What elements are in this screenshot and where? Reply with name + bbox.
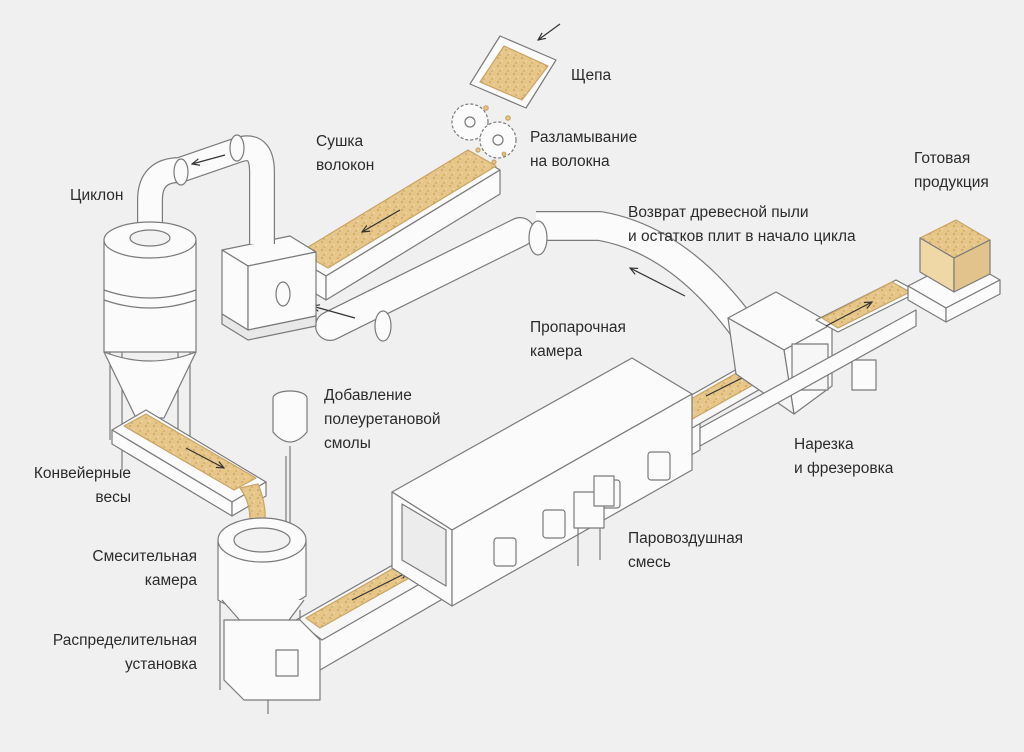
product-stack <box>907 219 1001 323</box>
label-conveyor-scales: Конвейерные весы <box>33 465 131 506</box>
output-conveyor <box>699 279 919 447</box>
cyclone-pipe <box>137 134 275 244</box>
label-cutting: Нарезка и фрезеровка <box>794 436 894 477</box>
conveyor-scales <box>111 409 267 541</box>
steam-air-panel <box>573 475 615 566</box>
chips-hopper <box>469 23 561 109</box>
label-steam-chamber: Пропарочная камера <box>530 319 626 360</box>
label-return: Возврат древесной пыли и остатков плит в… <box>628 204 856 245</box>
label-product: Готовая продукция <box>914 150 989 191</box>
label-cyclone: Циклон <box>70 187 124 204</box>
label-resin: Добавление полеуретановой смолы <box>324 387 441 452</box>
label-steam-air: Паровоздушная смесь <box>628 530 744 571</box>
return-duct <box>312 211 758 342</box>
label-drying: Сушка волокон <box>316 133 375 174</box>
label-breaking: Разламывание на волокна <box>530 129 638 170</box>
resin-dispenser <box>272 390 308 540</box>
breaking-gears <box>451 103 517 165</box>
distribution-unit <box>223 619 321 701</box>
dryer-unit <box>221 235 317 341</box>
label-mixing: Смесительная камера <box>92 548 197 589</box>
label-chips: Щепа <box>571 67 612 84</box>
cyclone <box>103 221 197 470</box>
label-distribution: Распределительная установка <box>52 632 197 673</box>
